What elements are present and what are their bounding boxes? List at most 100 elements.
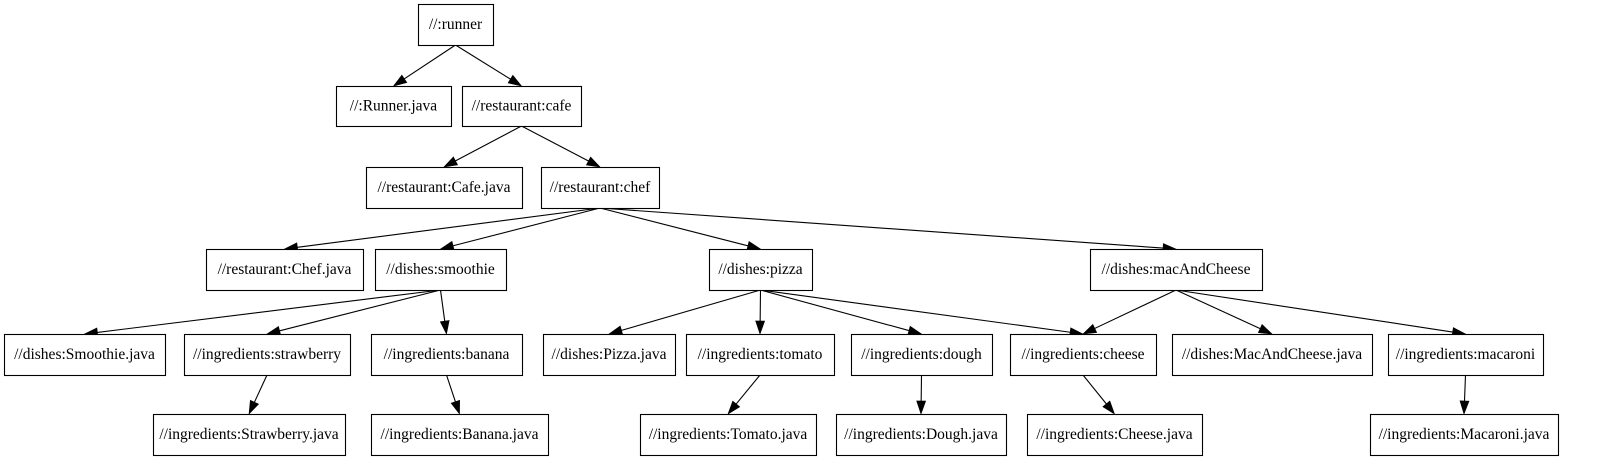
edge-line bbox=[1175, 289, 1453, 333]
graph-edge bbox=[266, 289, 441, 336]
graph-edge bbox=[760, 289, 1084, 338]
edge-arrowhead-icon bbox=[392, 74, 408, 87]
node-label: //ingredients:strawberry bbox=[193, 346, 341, 363]
edge-line bbox=[735, 374, 761, 405]
node-label: //ingredients:Tomato.java bbox=[649, 426, 808, 443]
edge-line bbox=[1175, 289, 1261, 330]
graph-node-restaurant_chef[interactable]: //restaurant:chef bbox=[540, 166, 661, 210]
graph-node-pizza_java[interactable]: //dishes:Pizza.java bbox=[542, 333, 677, 377]
graph-node-ing_dough[interactable]: //ingredients:dough bbox=[850, 333, 994, 377]
node-label: //ingredients:macaroni bbox=[1396, 346, 1536, 363]
graph-node-runner_java[interactable]: //:Runner.java bbox=[335, 85, 453, 128]
node-label: //ingredients:banana bbox=[384, 346, 510, 363]
node-box[interactable] bbox=[1089, 248, 1264, 292]
graph-node-cheese_java[interactable]: //ingredients:Cheese.java bbox=[1026, 413, 1204, 457]
node-box[interactable] bbox=[374, 248, 508, 292]
node-box[interactable] bbox=[417, 3, 495, 47]
edge-arrowhead-icon bbox=[450, 399, 460, 415]
edge-arrowhead-icon bbox=[266, 325, 282, 336]
graph-node-banana_java[interactable]: //ingredients:Banana.java bbox=[370, 413, 550, 457]
edge-line bbox=[760, 289, 910, 332]
graph-edge bbox=[455, 44, 523, 87]
graph-node-smoothie_java[interactable]: //dishes:Smoothie.java bbox=[3, 333, 167, 377]
node-box[interactable] bbox=[708, 248, 814, 292]
node-box[interactable] bbox=[540, 166, 661, 210]
edge-line bbox=[1082, 374, 1107, 405]
graph-node-macaroni_java[interactable]: //ingredients:Macaroni.java bbox=[1369, 413, 1560, 457]
edge-line bbox=[97, 289, 441, 333]
node-box[interactable] bbox=[3, 333, 167, 377]
node-box[interactable] bbox=[542, 333, 677, 377]
node-label: //:runner bbox=[429, 16, 483, 33]
graph-node-dough_java[interactable]: //ingredients:Dough.java bbox=[835, 413, 1008, 457]
graph-node-restaurant_cafejava[interactable]: //restaurant:Cafe.java bbox=[365, 166, 524, 210]
node-box[interactable] bbox=[335, 85, 453, 128]
graph-edge bbox=[1459, 374, 1470, 415]
node-box[interactable] bbox=[370, 413, 550, 457]
node-box[interactable] bbox=[365, 166, 524, 210]
graph-node-ing_tomato[interactable]: //ingredients:tomato bbox=[685, 333, 836, 377]
node-label: //ingredients:tomato bbox=[698, 346, 823, 363]
node-box[interactable] bbox=[850, 333, 994, 377]
edge-line bbox=[439, 289, 446, 322]
graph-node-dishes_macandcheese[interactable]: //dishes:macAndCheese bbox=[1089, 248, 1264, 292]
edge-arrowhead-icon bbox=[443, 156, 459, 168]
node-box[interactable] bbox=[461, 85, 583, 128]
node-label: //dishes:macAndCheese bbox=[1102, 261, 1251, 278]
node-box[interactable] bbox=[183, 333, 352, 377]
node-label: //restaurant:chef bbox=[550, 179, 652, 196]
edge-arrowhead-icon bbox=[755, 320, 766, 335]
node-box[interactable] bbox=[1009, 333, 1158, 377]
node-box[interactable] bbox=[205, 248, 365, 292]
node-box[interactable] bbox=[639, 413, 818, 457]
node-label: //dishes:Pizza.java bbox=[552, 346, 667, 363]
graph-node-strawberry_java[interactable]: //ingredients:Strawberry.java bbox=[152, 413, 347, 457]
graph-edge bbox=[727, 374, 761, 415]
graph-node-macandcheese_java[interactable]: //dishes:MacAndCheese.java bbox=[1171, 333, 1374, 377]
node-box[interactable] bbox=[685, 333, 836, 377]
graph-node-restaurant_chefjava[interactable]: //restaurant:Chef.java bbox=[205, 248, 365, 292]
graph-node-dishes_pizza[interactable]: //dishes:pizza bbox=[708, 248, 814, 292]
edge-arrowhead-icon bbox=[746, 240, 762, 251]
edge-arrowhead-icon bbox=[1257, 323, 1273, 335]
graph-node-ing_banana[interactable]: //ingredients:banana bbox=[370, 333, 524, 377]
graph-edge bbox=[1175, 289, 1273, 335]
graph-edge bbox=[1082, 289, 1177, 335]
graph-edge bbox=[392, 44, 456, 87]
node-label: //ingredients:dough bbox=[861, 346, 982, 363]
graph-edge bbox=[521, 125, 601, 168]
graph-edge bbox=[1082, 374, 1116, 415]
edge-arrowhead-icon bbox=[916, 400, 927, 415]
edge-line bbox=[599, 207, 749, 247]
edge-line bbox=[279, 289, 441, 332]
edge-line bbox=[599, 207, 1164, 249]
graph-node-ing_macaroni[interactable]: //ingredients:macaroni bbox=[1387, 333, 1545, 377]
node-box[interactable] bbox=[835, 413, 1008, 457]
edge-arrowhead-icon bbox=[248, 399, 260, 415]
edge-arrowhead-icon bbox=[907, 325, 923, 336]
graph-node-runner[interactable]: //:runner bbox=[417, 3, 495, 47]
node-box[interactable] bbox=[1369, 413, 1560, 457]
node-box[interactable] bbox=[152, 413, 347, 457]
node-box[interactable] bbox=[370, 333, 524, 377]
edge-line bbox=[445, 374, 456, 402]
graph-edge bbox=[439, 289, 450, 335]
node-box[interactable] bbox=[1026, 413, 1204, 457]
graph-node-restaurant_cafe[interactable]: //restaurant:cafe bbox=[461, 85, 583, 128]
node-label: //ingredients:cheese bbox=[1021, 346, 1144, 363]
edge-line bbox=[253, 374, 268, 403]
edge-arrowhead-icon bbox=[727, 400, 741, 415]
graph-edge bbox=[599, 207, 762, 251]
node-box[interactable] bbox=[1387, 333, 1545, 377]
node-label: //:Runner.java bbox=[350, 98, 438, 115]
graph-node-ing_strawberry[interactable]: //ingredients:strawberry bbox=[183, 333, 352, 377]
node-box[interactable] bbox=[1171, 333, 1374, 377]
graph-node-tomato_java[interactable]: //ingredients:Tomato.java bbox=[639, 413, 818, 457]
node-label: //ingredients:Cheese.java bbox=[1036, 426, 1192, 443]
graph-edge bbox=[283, 207, 601, 253]
graph-node-ing_cheese[interactable]: //ingredients:cheese bbox=[1009, 333, 1158, 377]
graph-node-dishes_smoothie[interactable]: //dishes:smoothie bbox=[374, 248, 508, 292]
edge-arrowhead-icon bbox=[608, 325, 624, 336]
